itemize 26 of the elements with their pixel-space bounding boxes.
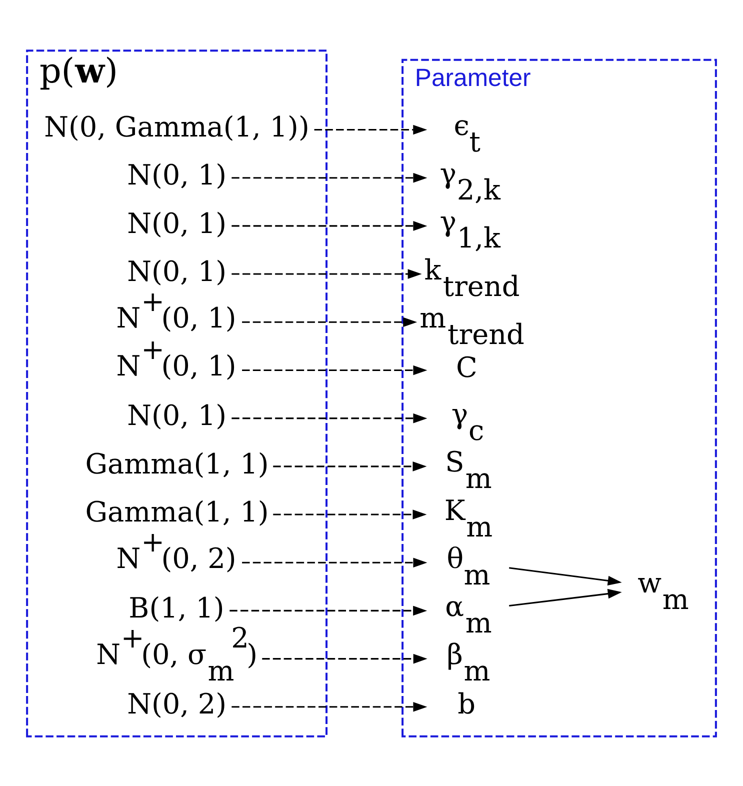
arrow xyxy=(232,220,428,230)
arrow xyxy=(232,172,428,182)
node-text: B(1, 1) xyxy=(128,591,224,624)
arrow xyxy=(232,268,422,278)
node-text: N(0, 1) xyxy=(127,398,227,432)
arrow xyxy=(509,566,622,586)
arrow xyxy=(232,702,428,712)
arrow xyxy=(273,509,427,519)
arrow xyxy=(242,557,428,567)
arrow xyxy=(232,412,428,423)
arrow xyxy=(230,605,428,616)
arrow xyxy=(314,124,428,134)
node-text: N(0, 1) xyxy=(127,254,227,288)
node-text: N(0, 1) xyxy=(127,206,227,240)
arrow xyxy=(262,653,428,664)
node-text: N(0, 1) xyxy=(127,158,227,192)
node-text: N(0, 2) xyxy=(127,687,227,720)
node-text: Gamma(1, 1) xyxy=(85,494,269,528)
node-text: C xyxy=(456,350,478,384)
arrow xyxy=(242,364,428,375)
arrow xyxy=(509,588,622,606)
arrow xyxy=(242,316,418,327)
node-text: b xyxy=(458,687,476,720)
node-text: N(0, Gamma(1, 1)) xyxy=(44,110,310,144)
arrow xyxy=(273,461,427,471)
node-text: Gamma(1, 1) xyxy=(85,446,269,480)
